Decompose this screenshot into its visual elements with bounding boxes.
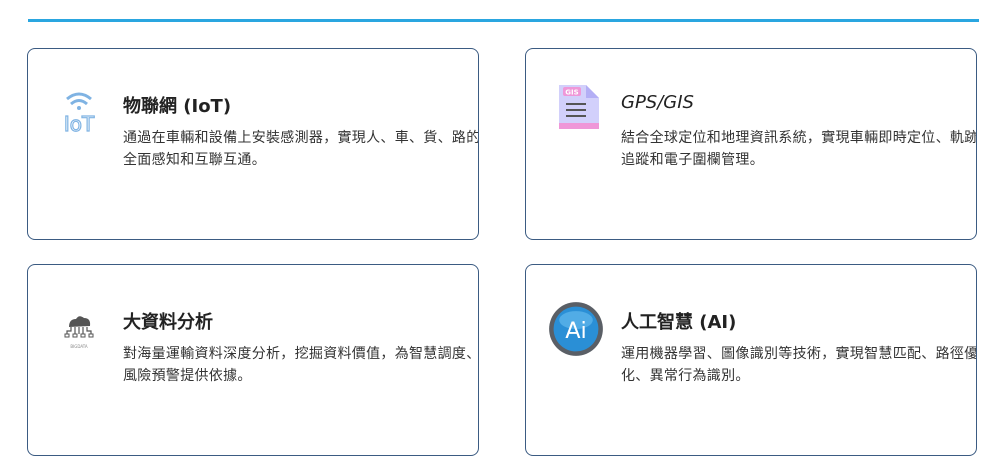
card-description: 對海量運輸資料深度分析，挖掘資料價值，為智慧調度、風險預警提供依據。 xyxy=(123,346,479,384)
svg-text:BIGDATA: BIGDATA xyxy=(70,344,88,349)
ai-badge-icon: Ai xyxy=(549,302,603,356)
card-iot: IoT 物聯網 (IoT) 通過在車輛和設備上安裝感測器，實現人、車、貨、路的全… xyxy=(27,48,479,240)
top-accent-line xyxy=(28,19,979,22)
card-description: 通過在車輛和設備上安裝感測器，實現人、車、貨、路的全面感知和互聯互通。 xyxy=(123,130,479,168)
iot-wifi-icon: IoT xyxy=(63,92,96,137)
card-title: GPS/GIS xyxy=(621,92,694,113)
svg-text:GIS: GIS xyxy=(565,89,578,97)
card-description: 運用機器學習、圖像識別等技術，實現智慧匹配、路徑優化、異常行為識別。 xyxy=(621,346,977,384)
card-title: 人工智慧 (AI) xyxy=(621,312,737,333)
card-title: 大資料分析 xyxy=(123,312,213,333)
svg-text:Ai: Ai xyxy=(565,318,587,344)
card-title: 物聯網 (IoT) xyxy=(123,96,232,117)
card-gps-gis: GIS GPS/GIS 結合全球定位和地理資訊系統，實現車輛即時定位、軌跡追蹤和… xyxy=(525,48,977,240)
bigdata-cloud-icon: BIGDATA xyxy=(64,316,94,349)
card-description: 結合全球定位和地理資訊系統，實現車輛即時定位、軌跡追蹤和電子圍欄管理。 xyxy=(621,130,977,168)
gis-document-icon: GIS xyxy=(559,85,599,129)
card-big-data: BIGDATA 大資料分析 對海量運輸資料深度分析，挖掘資料價值，為智慧調度、風… xyxy=(27,264,479,456)
card-ai: Ai 人工智慧 (AI) 運用機器學習、圖像識別等技術，實現智慧匹配、路徑優化、… xyxy=(525,264,977,456)
svg-text:IoT: IoT xyxy=(64,112,95,136)
